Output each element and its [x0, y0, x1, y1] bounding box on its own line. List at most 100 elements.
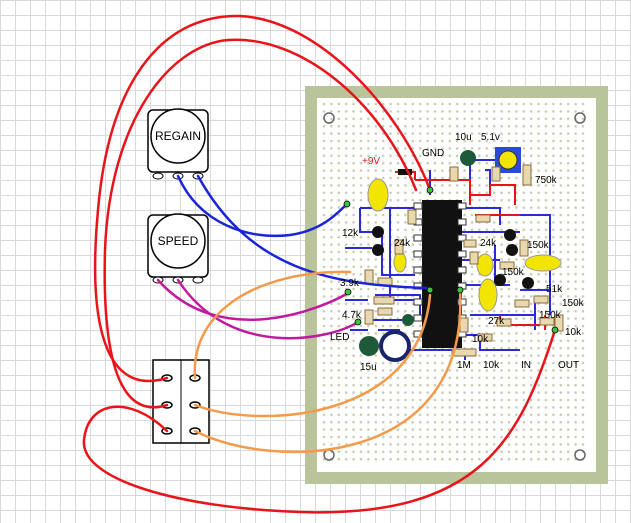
ic-pin	[457, 250, 467, 258]
wire-pad	[343, 200, 351, 208]
label-24k-a: 24k	[394, 238, 411, 249]
regain-pin	[152, 172, 164, 180]
resistor	[449, 166, 459, 182]
red-wire	[82, 328, 557, 514]
orange-wire	[193, 288, 462, 454]
label-15u: 15u	[360, 362, 377, 373]
label-150k-b: 150k	[502, 267, 525, 278]
label-150k-c: 150k	[562, 298, 585, 309]
resistor	[407, 209, 417, 225]
orange-wire	[193, 270, 352, 380]
label-150k-a: 150k	[527, 240, 550, 251]
blue-wire	[176, 174, 349, 238]
ic-chip	[422, 200, 462, 348]
resistor	[469, 251, 479, 265]
ic-pin	[413, 298, 423, 306]
ic-pin	[457, 266, 467, 274]
resistor	[463, 239, 477, 248]
transistor-f	[522, 277, 534, 289]
cap-15u-body	[359, 336, 379, 356]
wire-pad	[551, 326, 559, 334]
electrolytic-cap	[367, 178, 389, 212]
resistor	[475, 214, 491, 223]
label-150k-d: 150k	[539, 310, 562, 321]
speed-pot-knob	[150, 213, 206, 269]
resistor	[491, 166, 501, 182]
ic-pin	[457, 234, 467, 242]
speed-pot: SPEED	[147, 213, 209, 284]
ic-pin	[457, 202, 467, 210]
ic-pin	[457, 218, 467, 226]
resistor	[377, 307, 393, 316]
speed-label: SPEED	[158, 234, 199, 248]
resistor	[394, 239, 404, 255]
regain-pot: REGAIN	[147, 108, 209, 180]
label-10k-a: 10k	[565, 327, 582, 338]
label-51k: 51k	[546, 284, 563, 295]
label-10u: 10u	[455, 132, 472, 143]
wire-pad	[426, 186, 434, 194]
small-cap	[402, 314, 414, 326]
film-cap-a	[393, 251, 407, 273]
red-wire	[103, 38, 418, 409]
blue-wire	[196, 174, 430, 290]
resistor	[477, 333, 493, 342]
resistor	[496, 318, 512, 327]
ic-pin	[413, 266, 423, 274]
mounting-hole-br	[574, 449, 586, 461]
resistor	[514, 299, 530, 308]
ic-pin	[413, 234, 423, 242]
wire-pad	[426, 286, 434, 294]
speed-pin	[192, 276, 204, 284]
resistor	[539, 317, 555, 326]
resistor	[364, 309, 374, 325]
ic-pin	[413, 202, 423, 210]
magenta-wire	[156, 278, 352, 322]
diode	[398, 169, 412, 175]
ic-pin	[413, 250, 423, 258]
label-10k-b: 10k	[472, 334, 489, 345]
label-in: IN	[521, 360, 531, 371]
transistor-b	[372, 244, 384, 256]
ic-pin	[457, 298, 467, 306]
resistors	[364, 164, 564, 357]
resistor	[519, 239, 529, 257]
wire-pads	[343, 186, 559, 334]
resistor	[373, 296, 395, 305]
ic-pin	[413, 314, 423, 322]
film-cap-d	[524, 254, 562, 272]
resistor	[554, 314, 564, 332]
label-out: OUT	[558, 360, 579, 371]
label-gnd: GND	[422, 148, 444, 159]
film-cap-c	[478, 278, 498, 312]
regain-pot-knob	[150, 108, 206, 164]
label-750k: 750k	[535, 175, 558, 186]
label-led: LED	[330, 332, 349, 343]
label-27k: 27k	[488, 316, 505, 327]
resistor	[499, 261, 515, 270]
trimmer-knob	[498, 150, 518, 170]
resistor	[451, 348, 477, 357]
label-24k-b: 24k	[480, 238, 497, 249]
transistor-e	[494, 274, 506, 286]
label-12k: 12k	[342, 228, 359, 239]
wire-pad	[354, 318, 362, 326]
ring-cap	[379, 330, 411, 362]
label-3-9k: 3.9k	[340, 278, 360, 289]
mounting-hole-tr	[574, 112, 586, 124]
label-10k-c: 10k	[483, 360, 500, 371]
orange-wire	[193, 293, 432, 418]
resistor	[533, 295, 549, 304]
transistor-c	[504, 229, 516, 241]
label-5-1v: 5.1v	[481, 132, 500, 143]
wire-pad	[344, 288, 352, 296]
regain-label: REGAIN	[155, 129, 201, 143]
film-cap-b	[476, 253, 494, 277]
resistor	[522, 164, 532, 186]
resistor	[364, 269, 374, 285]
transistor-d	[506, 244, 518, 256]
label-1m: 1M	[457, 360, 471, 371]
label-4-7k: 4.7k	[342, 310, 362, 321]
transistor-a	[372, 226, 384, 238]
